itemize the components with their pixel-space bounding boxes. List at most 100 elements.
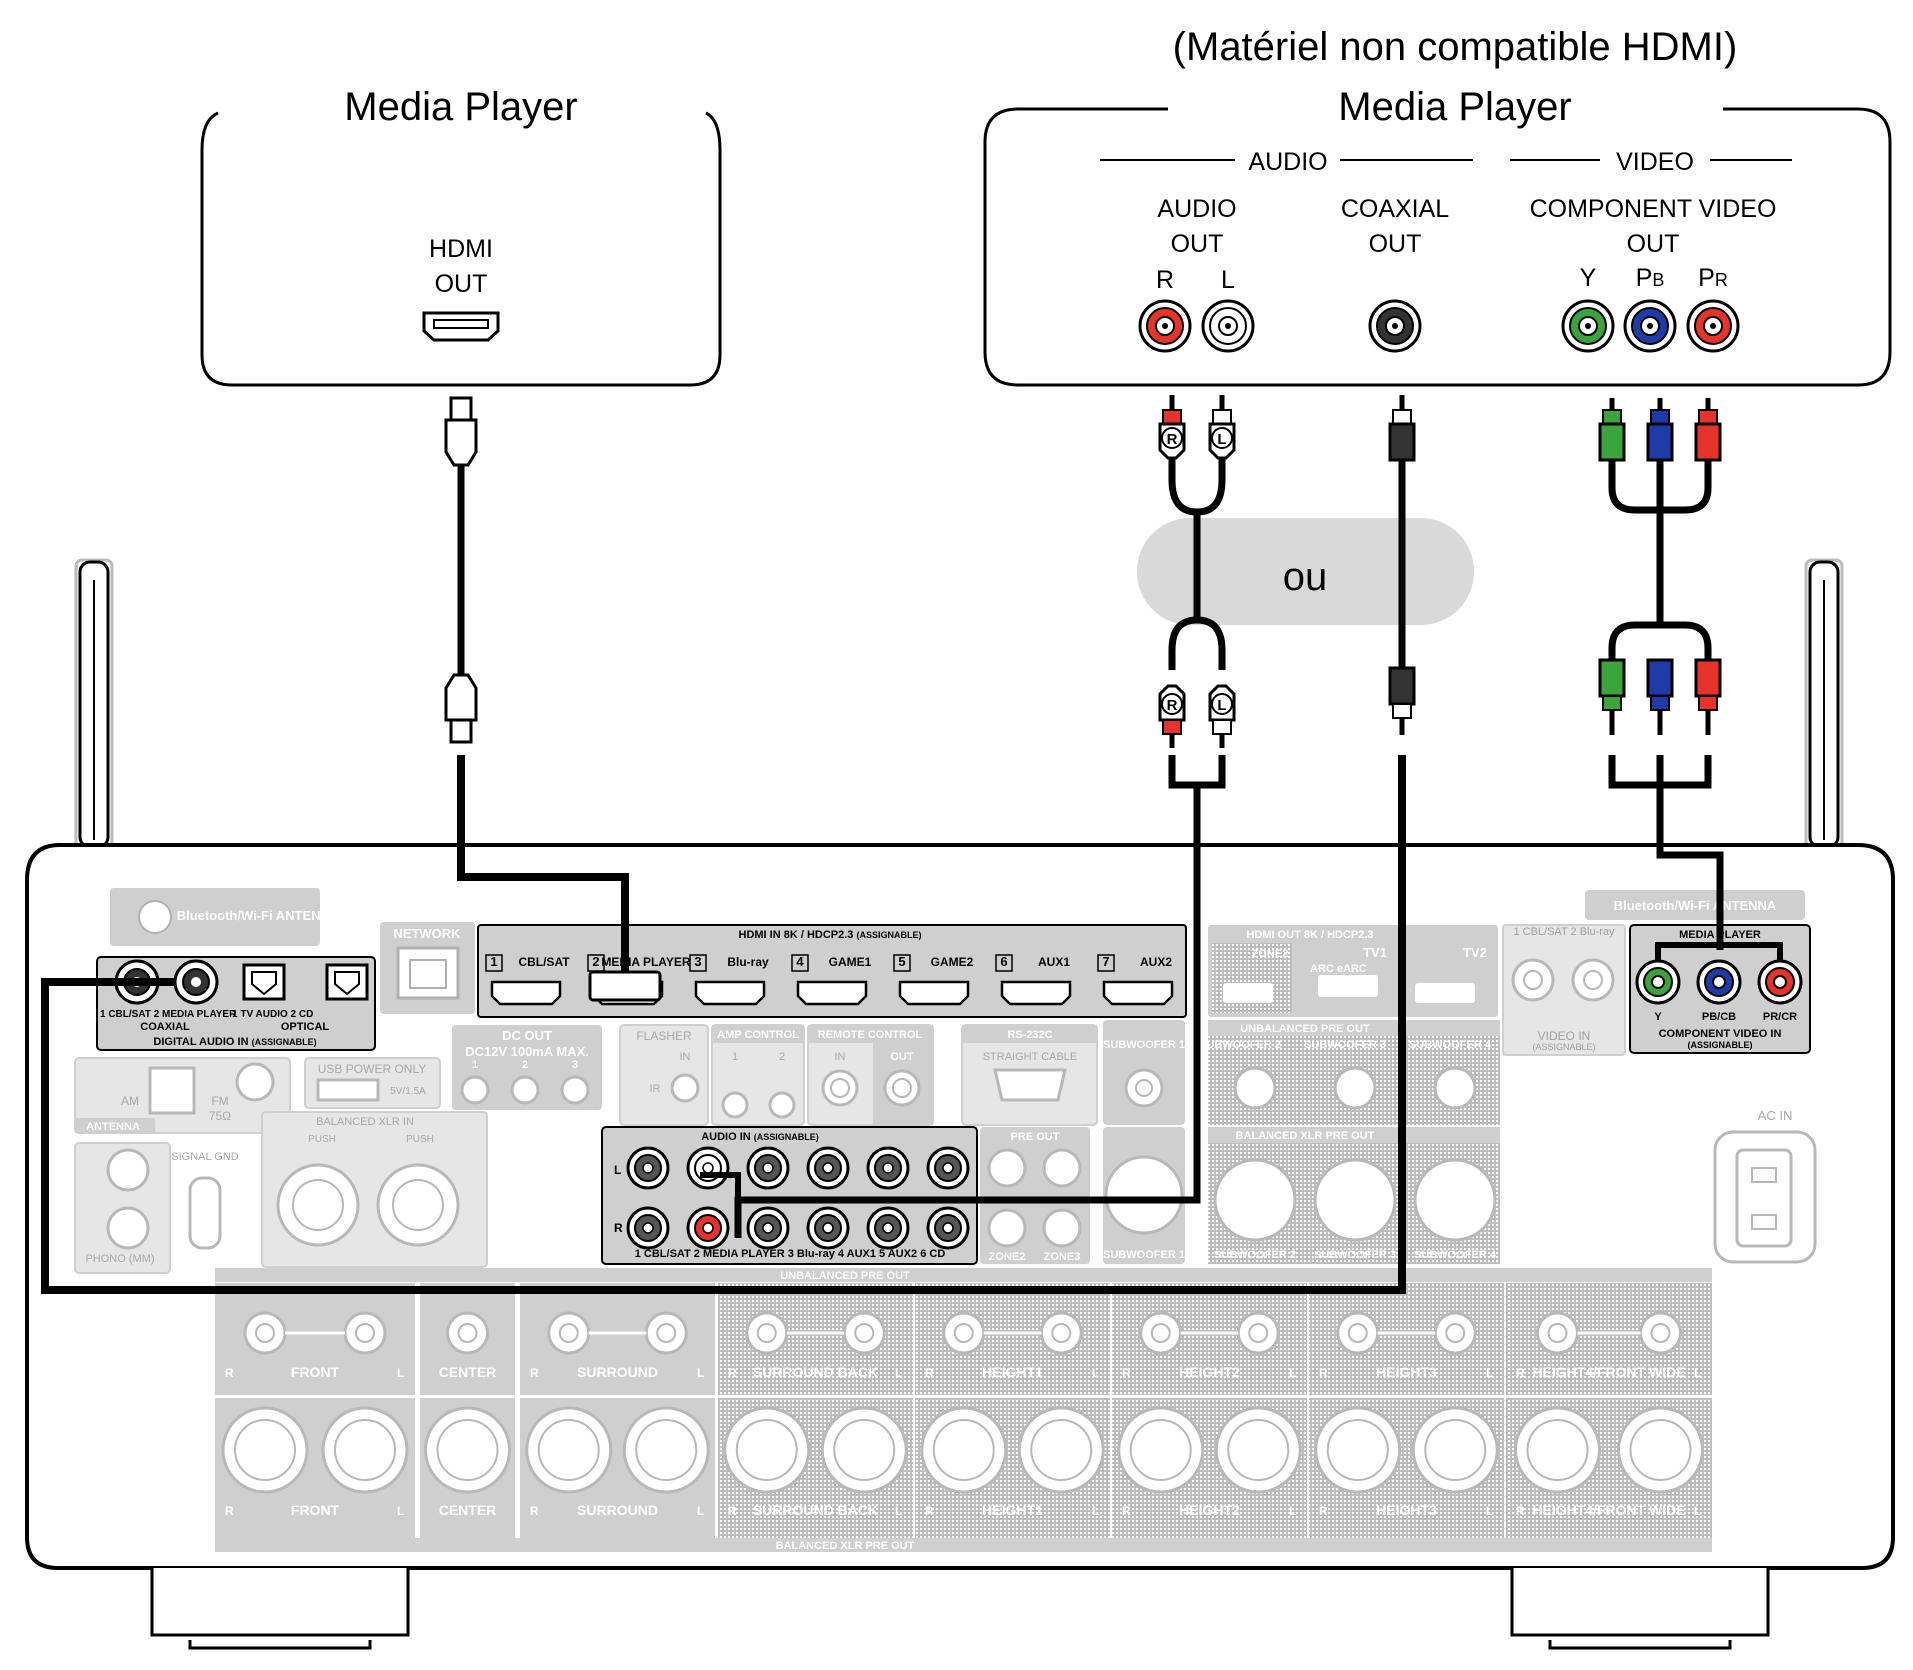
push-left: PUSH (308, 1134, 336, 1145)
video-in-assignable: (ASSIGNABLE) (1532, 1042, 1595, 1052)
bt-antenna-right-label: Bluetooth/Wi-Fi ANTENNA (1614, 898, 1777, 913)
pre-out-channel-label: FRONT (291, 1502, 340, 1518)
component-plug-icon (1694, 658, 1722, 698)
pre-out-channel-label: HEIGHT4/FRONT WIDE (1532, 1364, 1685, 1380)
pre-out-l-mark: L (1289, 1504, 1296, 1518)
video-in-inputs: 1 CBL/SAT 2 Blu-ray (1513, 926, 1615, 938)
optical-in-2-icon (325, 963, 369, 1001)
dc-port-number: 2 (522, 1059, 528, 1071)
coax-out-label-1: COAXIAL (1341, 195, 1449, 223)
dc-port-number: 3 (572, 1059, 578, 1071)
ac-in-label: AC IN (1758, 1108, 1793, 1123)
foot-left (150, 1568, 410, 1650)
pre-out-l-mark: L (1092, 1366, 1099, 1380)
audio-l-jack-icon (1201, 299, 1255, 353)
component-video-cable (1598, 398, 1783, 962)
pre-out-l-mark: L (1092, 1504, 1099, 1518)
video-in-label: VIDEO IN (1538, 1029, 1591, 1043)
component-plug-icon (1646, 658, 1674, 698)
pre-out-l-mark: L (1694, 1504, 1701, 1518)
component-plugs (1598, 398, 1722, 735)
hdmi-in-port-icon (898, 980, 970, 1006)
receiver: Bluetooth/Wi-Fi ANTENNA NETWORK HDMI IN … (25, 558, 1895, 1650)
pre-out-r-mark: R (925, 1366, 934, 1380)
fm-label: FM (211, 1094, 228, 1108)
hdmi-in-port-icon (796, 980, 868, 1006)
pre-out-r-mark: R (1122, 1366, 1131, 1380)
hdmi-in-port-icon (1102, 980, 1174, 1006)
pre-out-channel-label: HEIGHT2 (1179, 1364, 1240, 1380)
pre-out-l-mark: L (397, 1504, 404, 1518)
component-pr-jack-icon (1686, 299, 1740, 353)
hdmi-out-title: HDMI OUT 8K / HDCP2.3 (1246, 929, 1373, 941)
component-plug-icon (1694, 422, 1722, 462)
pre-out-r-mark: R (925, 1504, 934, 1518)
component-out-label-1: COMPONENT VIDEO (1530, 195, 1777, 223)
foot-right (1510, 1568, 1770, 1650)
pre-out-r-mark: R (1516, 1504, 1525, 1518)
pre-out-r-mark: R (225, 1366, 234, 1380)
audio-in-title: AUDIO IN (ASSIGNABLE) (701, 1131, 819, 1143)
pre-out-l-mark: L (1694, 1366, 1701, 1380)
pre-out-r-mark: R (530, 1504, 539, 1518)
bt-antenna-left-label: Bluetooth/Wi-Fi ANTENNA (177, 908, 340, 923)
component-y-jack-icon (1561, 299, 1615, 353)
push-right: PUSH (406, 1134, 434, 1145)
pre-out-r-mark: R (225, 1504, 234, 1518)
component-out-label-2: OUT (1627, 230, 1680, 258)
hdmi-in-number: 5 (898, 954, 905, 969)
dc-out-spec: DC12V 100mA MAX. (465, 1044, 589, 1059)
coaxial-label: COAXIAL (140, 1021, 190, 1033)
rca-plug-bottom-r: R (1158, 684, 1186, 748)
hdmi-in-number: 7 (1102, 954, 1109, 969)
pre-out-l-mark: L (1289, 1366, 1296, 1380)
balanced-xlr-in-label: BALANCED XLR IN (316, 1116, 414, 1128)
sub3-xlr-label: SUBWOOFER 3 (1314, 1249, 1396, 1261)
pre-out-channel-label: FRONT (291, 1364, 340, 1380)
hdmi-out-label-1: HDMI (429, 235, 493, 263)
pre-out-r-mark: R (1516, 1366, 1525, 1380)
pre-out-l-mark: L (697, 1366, 704, 1380)
hdmi-in-number: 1 (490, 954, 497, 969)
coax-out-label-2: OUT (1369, 230, 1422, 258)
pre-out-l-mark: L (895, 1366, 902, 1380)
pre-out-channel-label: HEIGHT3 (1376, 1502, 1437, 1518)
component-plug-icon (1646, 422, 1674, 462)
pre-out-l-mark: L (1486, 1366, 1493, 1380)
fm-ohm-label: 75Ω (209, 1109, 231, 1123)
hdmi-out-label-2: OUT (435, 270, 488, 298)
hdmi-out-tv2: TV2 (1463, 945, 1487, 960)
rca-plug-top-l: L (1208, 395, 1236, 460)
right-media-player: (Matériel non compatible HDMI) Media Pla… (983, 25, 1892, 387)
hdmi-in-label: AUX2 (1140, 955, 1172, 969)
plug-bottom-l-letter: L (1217, 697, 1226, 714)
hdmi-in-port-icon (1000, 980, 1072, 1006)
hdmi-in-number: 4 (796, 954, 804, 969)
hdmi-in-number: 2 (592, 954, 599, 969)
comp-in-pb-label: PB/CB (1702, 1011, 1736, 1023)
dc-port-icon (460, 1075, 490, 1105)
balanced-xlr-pre-out-label: BALANCED XLR PRE OUT (776, 1540, 915, 1552)
coax-in-2-jack-icon (173, 959, 219, 1005)
remote-control-label: REMOTE CONTROL (818, 1029, 923, 1041)
flasher-label: FLASHER (636, 1029, 692, 1043)
ac-inlet-icon (1713, 1130, 1817, 1264)
hdmi-in-label: Blu-ray (727, 955, 769, 969)
sub2-top-label: SUBWOOFER 2 (1199, 1039, 1281, 1051)
rca-audio-cable: R L R L (700, 395, 1236, 1238)
comp-video-in-assignable: (ASSIGNABLE) (1688, 1040, 1753, 1050)
remote-out-label: OUT (890, 1051, 914, 1063)
pre-out-channel-label: CENTER (439, 1502, 497, 1518)
cables: R L R L (41, 395, 1783, 1294)
hdmi-in-port-icon (490, 980, 562, 1006)
left-media-player: Media Player HDMI OUT (200, 85, 722, 387)
pre-out-channel-label: HEIGHT3 (1376, 1364, 1437, 1380)
hdmi-out-arc: ARC eARC (1310, 963, 1367, 975)
pre-out-r-mark: R (1319, 1504, 1328, 1518)
antenna-label: ANTENNA (86, 1121, 140, 1133)
audio-l-label: L (1221, 266, 1235, 294)
left-device-title: Media Player (344, 85, 577, 129)
dc-port-icon (510, 1075, 540, 1105)
amp-control-label: AMP CONTROL (717, 1029, 799, 1041)
